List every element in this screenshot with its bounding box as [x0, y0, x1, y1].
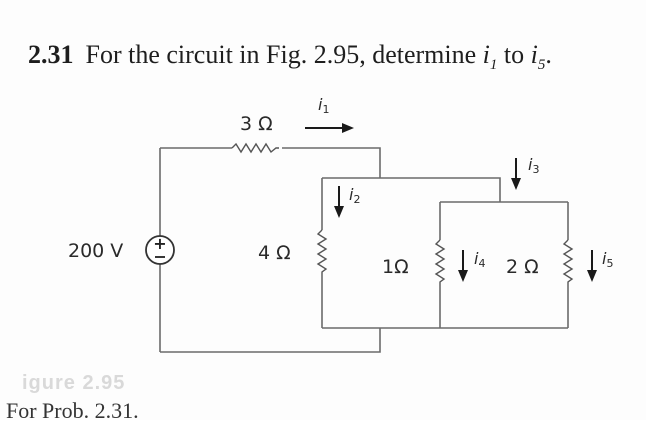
- figure-label-faded: igure 2.95: [22, 372, 126, 394]
- resistor-1ohm: [434, 239, 446, 286]
- source-label: 200 V: [68, 240, 123, 262]
- current-i5-arrow: [587, 250, 597, 282]
- problem-var-end: i5: [530, 40, 546, 74]
- circuit-wires: [159, 147, 569, 353]
- resistor-3ohm-label: 3 Ω: [240, 113, 273, 135]
- problem-text-end: .: [545, 40, 552, 69]
- problem-text-before: For the circuit in Fig. 2.95, determine: [85, 40, 483, 69]
- resistor-4ohm: [316, 229, 328, 276]
- problem-statement: 2.31 For the circuit in Fig. 2.95, determ…: [28, 40, 552, 74]
- current-i2-arrow: [334, 186, 344, 218]
- resistor-4ohm-label: 4 Ω: [258, 242, 291, 264]
- wire-bottom-outer: [160, 328, 381, 353]
- resistor-2ohm: [562, 239, 574, 286]
- current-i3-label: i3: [528, 155, 539, 176]
- current-i4-arrow: [458, 250, 468, 282]
- problem-number: 2.31: [28, 40, 74, 69]
- current-i3-arrow: [511, 158, 521, 190]
- current-i1-label: i1: [318, 95, 329, 116]
- figure-caption: For Prob. 2.31.: [6, 398, 139, 423]
- svg-text:+: +: [153, 234, 166, 253]
- problem-text-mid: to: [497, 40, 531, 69]
- current-i4-label: i4: [474, 249, 485, 270]
- voltage-source: +: [145, 234, 175, 265]
- current-i1-arrow: [305, 123, 354, 133]
- problem-var-start: i1: [482, 40, 498, 74]
- wire-top-right: [282, 147, 381, 178]
- resistor-3ohm: [231, 142, 279, 154]
- resistor-1ohm-label: 1Ω: [382, 256, 409, 278]
- resistor-2ohm-label: 2 Ω: [506, 256, 539, 278]
- current-i2-label: i2: [349, 185, 360, 206]
- current-i5-label: i5: [602, 249, 613, 270]
- wire-mid-top: [322, 177, 501, 202]
